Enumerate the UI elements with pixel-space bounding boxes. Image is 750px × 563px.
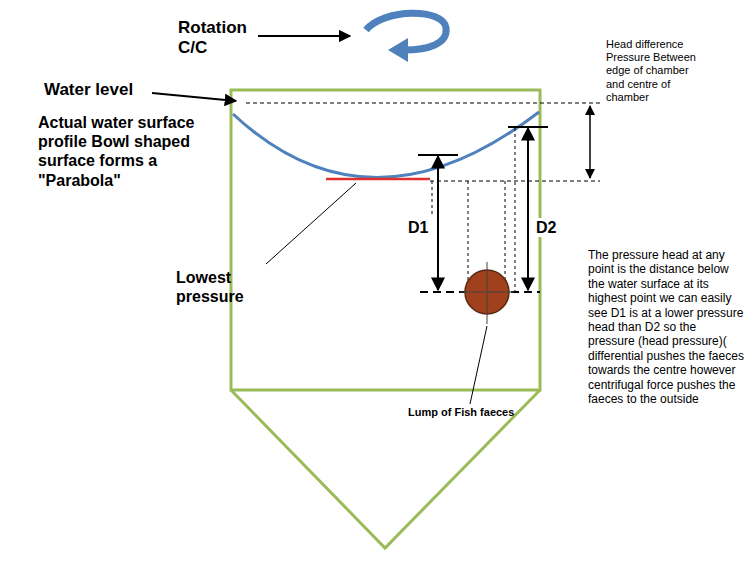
explanation-note: The pressure head at any point is the di… <box>588 248 744 406</box>
water-level-label: Water level <box>44 80 148 100</box>
depth-label: D2 <box>536 218 562 237</box>
faeces-label: Lump of Fish faeces <box>408 406 518 419</box>
lowest-level-line <box>430 181 600 182</box>
depth-label: D1 <box>408 218 434 237</box>
crosshair <box>487 262 488 324</box>
water-level-line <box>246 103 600 104</box>
rotation-arrowhead <box>388 38 408 62</box>
d1-top-bar <box>418 154 458 156</box>
guide-line <box>468 181 469 292</box>
guide-line <box>515 128 516 292</box>
chamber-wall <box>231 90 540 390</box>
leader-line <box>266 183 356 264</box>
crosshair <box>460 292 514 293</box>
guide-line <box>432 181 433 215</box>
water-surface <box>233 112 539 178</box>
lowest-point-line <box>326 178 430 181</box>
d2-arrow <box>527 128 529 290</box>
head-difference-arrow <box>589 106 591 178</box>
leader-line <box>152 93 236 101</box>
surface-profile-label: Actual water surface profile Bowl shaped… <box>38 113 226 190</box>
d2-top-bar <box>508 126 548 128</box>
head-difference-note: Head difference Pressure Between edge of… <box>606 38 698 104</box>
d1-arrow <box>437 156 439 290</box>
chamber-cone <box>231 390 540 548</box>
guide-line <box>505 181 506 292</box>
lowest-pressure-label: Lowest pressure <box>176 268 280 306</box>
rotation-label: Rotation C/C <box>178 18 258 59</box>
leader-line <box>258 35 350 37</box>
leader-line <box>470 326 487 404</box>
